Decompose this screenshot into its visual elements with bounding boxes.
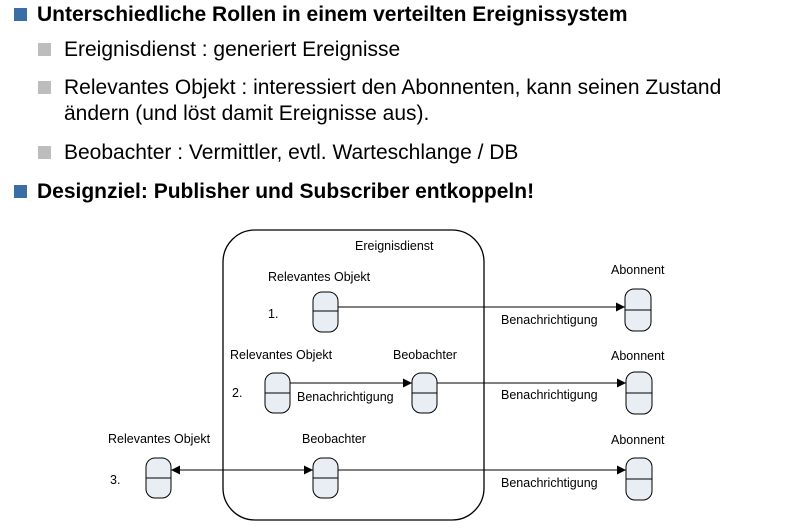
subbullet-square-icon <box>38 146 51 159</box>
bullet-design-goal-text: Designziel: Publisher und Subscriber ent… <box>37 180 535 203</box>
event-service-label: Ereignisdienst <box>355 239 434 253</box>
row3-subscriber-cylinder-icon <box>625 457 653 501</box>
subbullet-relevant-object-line1: Relevantes Objekt : interessiert den Abo… <box>64 76 722 99</box>
row3-subscriber-label: Abonnent <box>611 433 665 447</box>
row1-number: 1. <box>268 307 278 321</box>
subbullet-observer-text: Beobachter : Vermittler, evtl. Warteschl… <box>64 141 519 164</box>
row1-subscriber-cylinder-icon <box>624 288 652 332</box>
subbullet-relevant-object-line2: ändern (und löst damit Ereignisse aus). <box>64 102 430 125</box>
subbullet-relevant-object: Relevantes Objekt : interessiert den Abo… <box>38 75 721 127</box>
row1-object-label: Relevantes Objekt <box>268 270 371 284</box>
row2-number: 2. <box>232 386 242 400</box>
bullet-roles-text: Unterschiedliche Rollen in einem verteil… <box>37 3 628 26</box>
row2-arrow-label-1: Benachrichtigung <box>297 390 394 404</box>
bullet-square-icon <box>14 8 27 21</box>
subbullet-eventservice-text: Ereignisdienst : generiert Ereignisse <box>64 38 401 61</box>
row3-observer-label: Beobachter <box>302 432 366 446</box>
subbullet-square-icon <box>38 43 51 56</box>
subbullet-square-icon <box>38 81 51 94</box>
row3-arrow-label: Benachrichtigung <box>501 476 598 490</box>
row1-object-cylinder-icon <box>312 291 339 333</box>
subbullet-eventservice: Ereignisdienst : generiert Ereignisse <box>38 37 400 63</box>
bullet-design-goal: Designziel: Publisher und Subscriber ent… <box>14 179 534 205</box>
row1-subscriber-label: Abonnent <box>611 263 665 277</box>
row2-subscriber-cylinder-icon <box>625 371 653 415</box>
subbullet-observer: Beobachter : Vermittler, evtl. Warteschl… <box>38 140 518 166</box>
row3-object-cylinder-icon <box>145 457 172 499</box>
row2-object-cylinder-icon <box>264 372 291 414</box>
row1-arrow-label: Benachrichtigung <box>501 313 598 327</box>
row2-observer-label: Beobachter <box>393 348 457 362</box>
event-service-box <box>222 229 485 521</box>
row2-observer-cylinder-icon <box>411 372 438 414</box>
row2-subscriber-label: Abonnent <box>611 349 665 363</box>
row3-number: 3. <box>110 473 120 487</box>
row3-object-label: Relevantes Objekt <box>108 432 211 446</box>
bullet-square-icon <box>14 185 27 198</box>
bullet-roles: Unterschiedliche Rollen in einem verteil… <box>14 2 628 28</box>
row2-arrow-label-2: Benachrichtigung <box>501 388 598 402</box>
row3-observer-cylinder-icon <box>312 457 339 499</box>
row2-object-label: Relevantes Objekt <box>230 348 333 362</box>
